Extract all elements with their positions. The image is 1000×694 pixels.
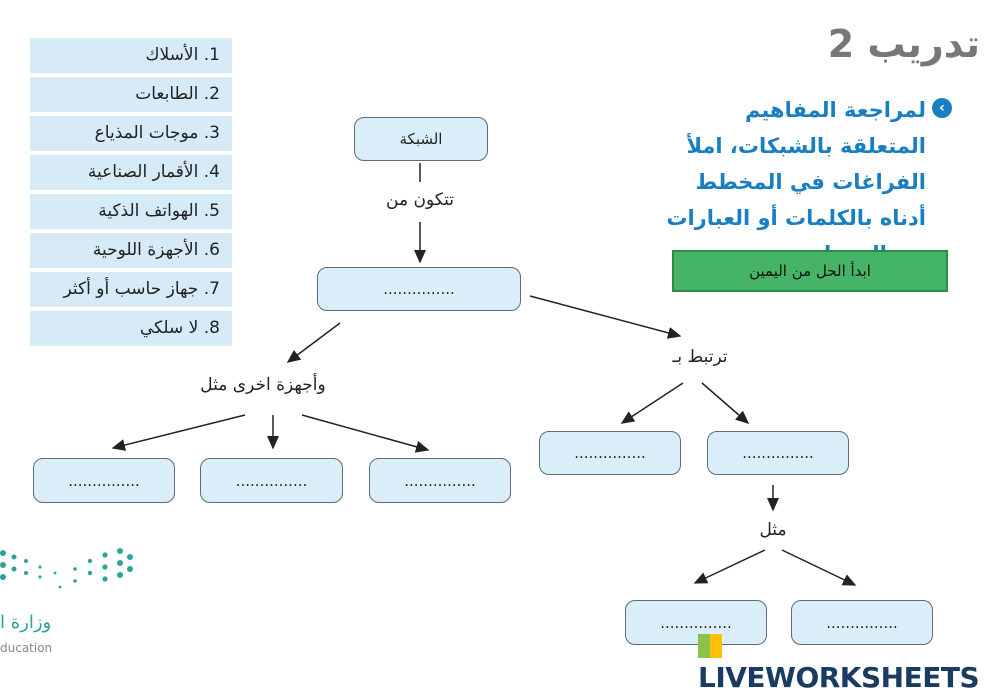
arrow: [701, 382, 750, 424]
word-bank-item: 6. الأجهزة اللوحية: [30, 233, 232, 268]
blank-box-example-2[interactable]: ...............: [791, 600, 933, 645]
word-bank-item: 5. الهواتف الذكية: [30, 194, 232, 229]
blank-box-device-1[interactable]: ...............: [33, 458, 175, 503]
blank-box-connection-2[interactable]: ...............: [707, 431, 849, 475]
exercise-title: تدريب 2: [827, 22, 980, 66]
chevron-left-icon: ‹: [932, 98, 952, 118]
arrow: [111, 414, 246, 451]
word-bank-item: 7. جهاز حاسب أو أكثر: [30, 272, 232, 307]
word-bank-item: 4. الأقمار الصناعية: [30, 155, 232, 190]
blank-box-main[interactable]: ...............: [317, 267, 521, 311]
arrow: [286, 322, 341, 363]
consists-of-label: تتكون من: [386, 190, 454, 210]
arrow: [301, 414, 430, 453]
diagram-arrows: [111, 163, 857, 586]
blank-box-connection-1[interactable]: ...............: [539, 431, 681, 475]
blank-box-device-3[interactable]: ...............: [369, 458, 511, 503]
liveworksheets-watermark: LIVEWORKSHEETS: [698, 628, 1000, 694]
such-as-label: مثل: [759, 520, 787, 540]
ministry-name-ar: وزارة ا: [0, 612, 52, 633]
start-hint-banner: ابدأ الحل من اليمين: [672, 250, 948, 292]
word-bank-item: 3. موجات المذياع: [30, 116, 232, 151]
word-bank-item: 1. الأسلاك: [30, 38, 232, 73]
word-bank-item: 8. لا سلكي: [30, 311, 232, 346]
arrow: [620, 382, 684, 424]
blank-box-example-1[interactable]: ...............: [625, 600, 767, 645]
root-node: الشبكة: [354, 117, 488, 161]
watermark-text: LIVEWORKSHEETS: [698, 661, 980, 694]
arrow: [693, 549, 766, 584]
word-bank-item: 2. الطابعات: [30, 77, 232, 112]
other-devices-label: وأجهزة اخرى مثل: [200, 375, 326, 395]
liveworksheets-logo-icon: [698, 634, 722, 658]
blank-box-device-2[interactable]: ...............: [200, 458, 343, 503]
connected-by-label: ترتبط بـ: [672, 347, 728, 367]
ministry-name-en: ducation: [0, 641, 53, 655]
arrow: [529, 295, 682, 339]
arrow: [781, 549, 857, 586]
ministry-logo-dots: [0, 548, 133, 589]
